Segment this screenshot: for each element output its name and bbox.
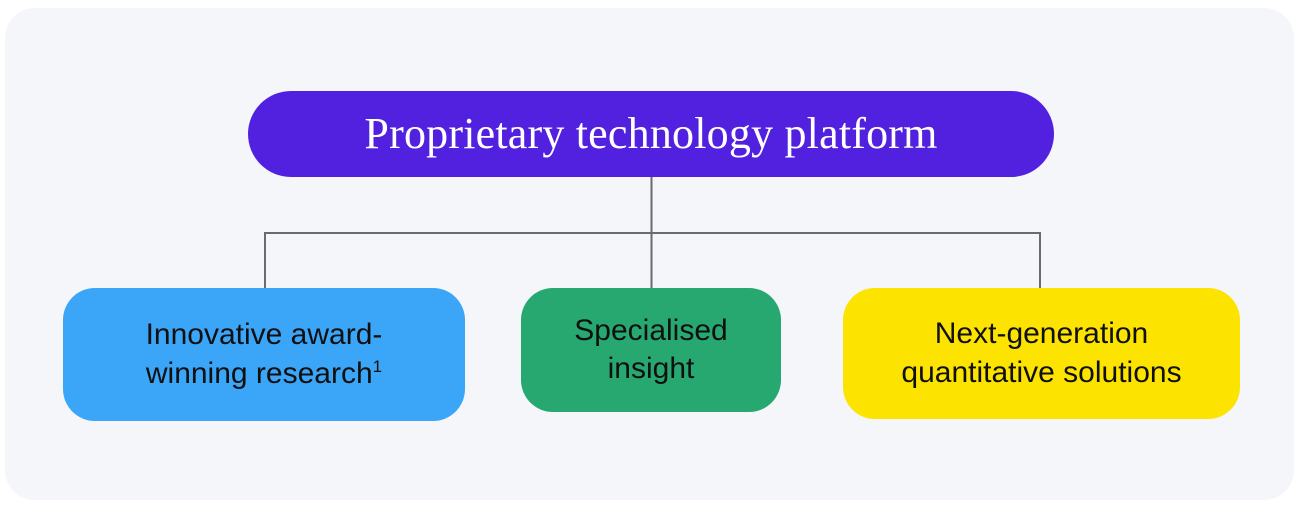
node-next-generation-quantitative-solutions: Next-generation quantitative solutions: [843, 288, 1240, 419]
node-research-label: Innovative award-winning research1: [132, 316, 397, 393]
diagram-card-background: [5, 8, 1294, 500]
node-quant-label-line2: quantitative solutions: [901, 355, 1182, 389]
node-insight-label-line1: Specialised: [574, 313, 728, 347]
node-specialised-insight: Specialised insight: [521, 288, 781, 412]
footnote-marker-1: 1: [372, 356, 383, 376]
node-innovative-award-winning-research: Innovative award-winning research1: [63, 288, 465, 421]
node-insight-label-line2: insight: [607, 352, 695, 385]
node-insight-label: Specialised insight: [560, 312, 741, 389]
node-quant-label-line1: Next-generation: [934, 317, 1149, 351]
node-root-label: Proprietary technology platform: [364, 108, 938, 158]
node-quant-label: Next-generation quantitative solutions: [887, 315, 1195, 392]
node-research-label-line2: winning research: [145, 356, 373, 390]
node-research-label-line1: Innovative award-: [145, 318, 383, 352]
node-root-proprietary-technology-platform: Proprietary technology platform: [248, 91, 1054, 177]
